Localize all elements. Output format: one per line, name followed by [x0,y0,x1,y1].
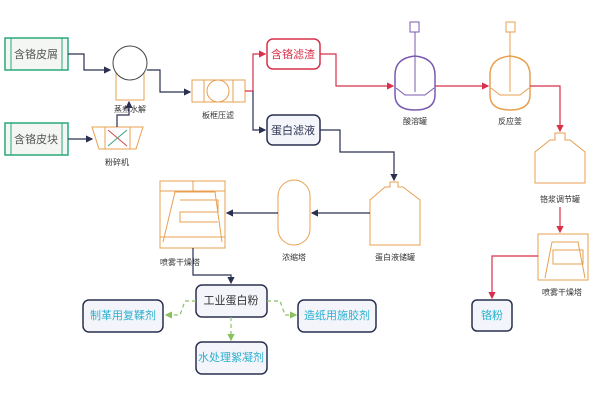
flow-scraps-hydrolysis [68,53,112,74]
reactor-label: 反应釜 [498,116,522,126]
input-chrome-scraps: 含铬皮屑 [4,37,69,71]
protein-filtrate-label: 蛋白滤液 [271,123,315,137]
node-protein-filtrate: 蛋白滤液 [266,114,321,146]
product-retanning: 制革用复鞣剂 [82,299,164,333]
flow-crusher-hydrolysis [116,100,133,127]
acid-dissolving-tank: 酸溶罐 [394,21,436,126]
spray-dryer-right: 喷雾干燥塔 [537,233,589,297]
protein-storage-tank: 蛋白液储罐 [369,181,421,262]
sizing-label: 造纸用施胶剂 [304,308,370,322]
reactor: 反应釜 [489,21,531,126]
flow-press-residue [245,50,267,92]
flow-hydrolysis-press [147,69,192,96]
chrome-adjust-tank: 铬浆调节罐 [534,132,586,204]
flocculant-label: 水处理絮凝剂 [198,350,264,364]
node-protein-powder: 工业蛋白粉 [195,284,268,318]
hydrolysis-unit: 蒸煮水解 [112,45,148,114]
flow-to-retanning [164,300,196,319]
input-chrome-chunks: 含铬皮块 [4,122,69,156]
flow-filtrate-storage [320,129,398,182]
spray-dryer-right-label: 喷雾干燥塔 [542,287,582,297]
filter-press: 板框压滤 [191,79,246,120]
concentrator: 浓缩塔 [277,179,311,262]
flow-reactor-chrometank [530,85,564,133]
protein-powder-label: 工业蛋白粉 [204,293,259,307]
storage-tank-label: 蛋白液储罐 [375,252,415,262]
input-chrome-scraps-label: 含铬皮屑 [14,47,58,61]
node-chrome-powder: 铬粉 [471,299,513,332]
spray-dryer-left-label: 喷雾干燥塔 [160,257,200,267]
flow-press-filtrate [252,91,267,134]
product-flocculant: 水处理絮凝剂 [195,341,268,375]
crusher-label: 粉碎机 [105,157,129,167]
retanning-label: 制革用复鞣剂 [90,308,156,322]
flow-residue-acid [320,53,395,90]
filter-press-label: 板框压滤 [202,110,234,120]
chrome-powder-label: 铬粉 [481,308,503,322]
flow-lines [68,50,564,342]
flow-to-sizing [267,300,298,319]
acid-tank-label: 酸溶罐 [403,116,427,126]
chrome-tank-label: 铬浆调节罐 [540,194,580,204]
chrome-residue-label: 含铬滤渣 [271,47,315,61]
flow-dryer-powder [488,255,538,300]
input-chrome-chunks-label: 含铬皮块 [14,132,58,146]
hydrolysis-label: 蒸煮水解 [114,104,146,114]
concentrator-label: 浓缩塔 [282,252,306,262]
crusher: 粉碎机 [91,126,144,167]
product-sizing: 造纸用施胶剂 [297,299,377,333]
node-chrome-residue: 含铬滤渣 [266,38,321,70]
flow-dryer-proteinpowder [192,248,235,285]
